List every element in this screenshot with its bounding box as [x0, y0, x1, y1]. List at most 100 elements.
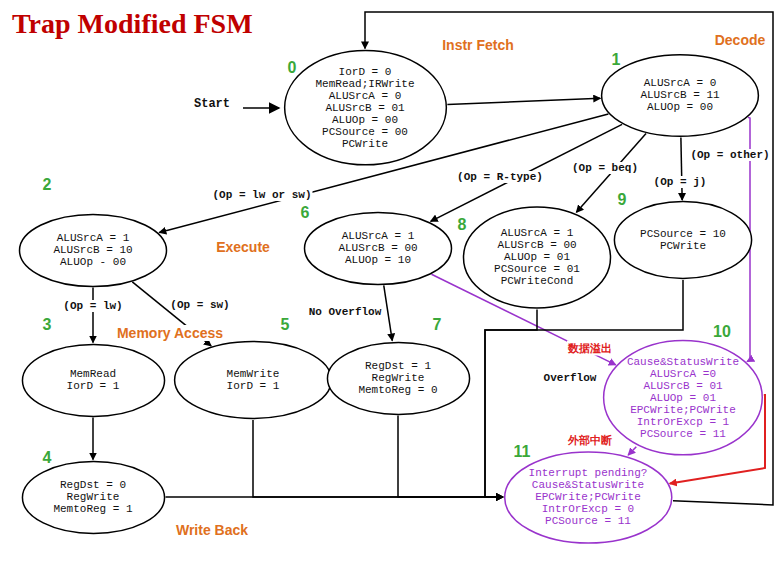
handwritten-note: 数据溢出	[567, 341, 613, 356]
state-ellipse: MemReadIorD = 13	[21, 343, 166, 418]
transition-arrow	[628, 447, 636, 455]
action-line: RegDst = 0	[53, 479, 132, 491]
state-number: 8	[458, 216, 467, 234]
state-number: 5	[281, 316, 290, 334]
ellipse-shape	[284, 51, 446, 165]
state-actions: ALUSrcA = 1ALUSrcB = 00ALUOp = 10	[338, 230, 417, 266]
ellipse-shape	[327, 342, 469, 414]
action-line: IorD = 0	[315, 66, 414, 78]
action-line: PCWriteCond	[494, 275, 580, 287]
ellipse-shape	[604, 341, 763, 455]
action-line: PCSource = 01	[494, 263, 580, 275]
transition-label: Overflow	[543, 372, 598, 384]
action-line: ALUSrcB = 11	[640, 89, 719, 101]
state-actions: IorD = 0MemRead;IRWriteALUSrcA = 0ALUSrc…	[315, 66, 414, 150]
action-line: RegWrite	[358, 372, 437, 384]
action-line: RegDst = 1	[358, 360, 437, 372]
transition-label: (Op = j)	[653, 176, 708, 188]
state-number: 11	[514, 443, 531, 461]
state-ellipse: ALUSrcA = 0ALUSrcB = 11ALUOp = 00 1	[600, 53, 760, 138]
state-actions: Interrupt pending?Cause&StatusWriteEPCWr…	[529, 467, 648, 527]
start-arrow-line	[243, 107, 279, 109]
ellipse-shape	[22, 344, 164, 416]
state-ellipse: IorD = 0MemRead;IRWriteALUSrcA = 0ALUSrc…	[283, 48, 448, 167]
action-line: MemtoReg = 1	[53, 503, 132, 515]
state-number: 10	[713, 323, 731, 341]
transition-arrow	[681, 137, 682, 200]
action-line: ALUSrcA = 1	[53, 232, 132, 244]
action-line: MemRead;IRWrite	[315, 78, 414, 90]
phase-label: Write Back	[175, 522, 249, 538]
state-ellipse: RegDst = 1RegWriteMemtoReg = 07	[326, 341, 471, 416]
state-ellipse: PCSource = 10PCWrite9	[613, 200, 753, 280]
ellipse-shape	[175, 342, 332, 419]
action-line: ALUOp = 01	[494, 251, 580, 263]
state-actions: RegDst = 1RegWriteMemtoReg = 0	[358, 360, 437, 396]
ellipse-shape	[614, 202, 751, 279]
action-line: IorD = 1	[67, 380, 120, 392]
state-actions: MemWriteIorD = 1	[227, 368, 280, 392]
state-ellipse: ALUSrcA = 1ALUSrcB = 00ALUOp = 106	[303, 211, 453, 286]
transition-label: (Op = other)	[689, 149, 770, 161]
transition-arrow	[447, 98, 600, 104]
state-ellipse: RegDst = 0RegWriteMemtoReg = 14	[21, 460, 166, 535]
transition-label: (Op = lw or sw)	[211, 189, 312, 201]
state-actions: Cause&StatusWriteALUSrcA =0ALUSrcB = 01A…	[627, 356, 739, 440]
transition-label: (Op = beq)	[571, 162, 639, 174]
action-line: PCWrite	[315, 138, 414, 150]
state-number: 4	[43, 449, 52, 467]
action-line: ALUSrcB = 01	[315, 102, 414, 114]
ellipse-shape	[20, 214, 167, 286]
state-number: 1	[612, 51, 621, 69]
transition-label: No Overflow	[308, 306, 383, 318]
action-line: MemWrite	[227, 368, 280, 380]
action-line: IntrOrExcp = 0	[529, 503, 648, 515]
action-line: PCSource = 11	[529, 515, 648, 527]
state-actions: MemReadIorD = 1	[67, 368, 120, 392]
action-line: PCSource = 11	[627, 428, 739, 440]
state-number: 2	[43, 176, 52, 194]
state-ellipse: MemWriteIorD = 15	[173, 340, 333, 420]
action-line: ALUOp - 00	[53, 256, 132, 268]
action-line: ALUSrcB = 10	[53, 244, 132, 256]
action-line: PCSource = 10	[640, 228, 726, 240]
ellipse-shape	[464, 207, 611, 308]
action-line: IntrOrExcp = 1	[627, 416, 739, 428]
diagram-title: Trap Modified FSM	[12, 8, 253, 40]
action-line: ALUSrcB = 00	[494, 239, 580, 251]
state-number: 7	[433, 316, 442, 334]
state-ellipse: ALUSrcA = 1ALUSrcB = 10ALUOp - 002	[18, 213, 168, 288]
action-line: ALUSrcA = 1	[494, 227, 580, 239]
phase-label: Decode	[714, 32, 767, 48]
action-line: ALUSrcA = 1	[338, 230, 417, 242]
state-number: 6	[301, 204, 310, 222]
state-actions: ALUSrcA = 1ALUSrcB = 10ALUOp - 00	[53, 232, 132, 268]
action-line: MemRead	[67, 368, 120, 380]
state-number: 9	[618, 191, 627, 209]
transition-label: (Op = R-type)	[456, 171, 544, 183]
transition-arrow	[384, 285, 392, 340]
action-line: EPCWrite;PCWrite	[627, 404, 739, 416]
state-ellipse: Cause&StatusWriteALUSrcA =0ALUSrcB = 01A…	[602, 338, 764, 457]
action-line: ALUOp = 00	[640, 101, 719, 113]
phase-label: Memory Access	[116, 325, 224, 341]
action-line: ALUSrcA =0	[627, 368, 739, 380]
action-line: PCWrite	[640, 240, 726, 252]
action-line: Cause&StatusWrite	[627, 356, 739, 368]
action-line: ALUOp = 10	[338, 254, 417, 266]
transition-label: (Op = lw)	[62, 300, 123, 312]
state-ellipse: ALUSrcA = 1ALUSrcB = 00ALUOp = 01PCSourc…	[462, 205, 612, 310]
state-number: 3	[43, 316, 52, 334]
state-actions: RegDst = 0RegWriteMemtoReg = 1	[53, 479, 132, 515]
action-line: ALUSrcA = 0	[315, 90, 414, 102]
state-actions: ALUSrcA = 0ALUSrcB = 11ALUOp = 00	[640, 77, 719, 113]
phase-label: Instr Fetch	[441, 37, 515, 53]
action-line: Interrupt pending?	[529, 467, 648, 479]
handwritten-note: 外部中断	[567, 433, 613, 448]
transition-arrow	[92, 418, 94, 460]
transition-arrow	[398, 416, 503, 498]
action-line: ALUSrcA = 0	[640, 77, 719, 89]
action-line: ALUOp = 00	[315, 114, 414, 126]
state-ellipse: Interrupt pending?Cause&StatusWriteEPCWr…	[503, 450, 673, 545]
action-line: RegWrite	[53, 491, 132, 503]
